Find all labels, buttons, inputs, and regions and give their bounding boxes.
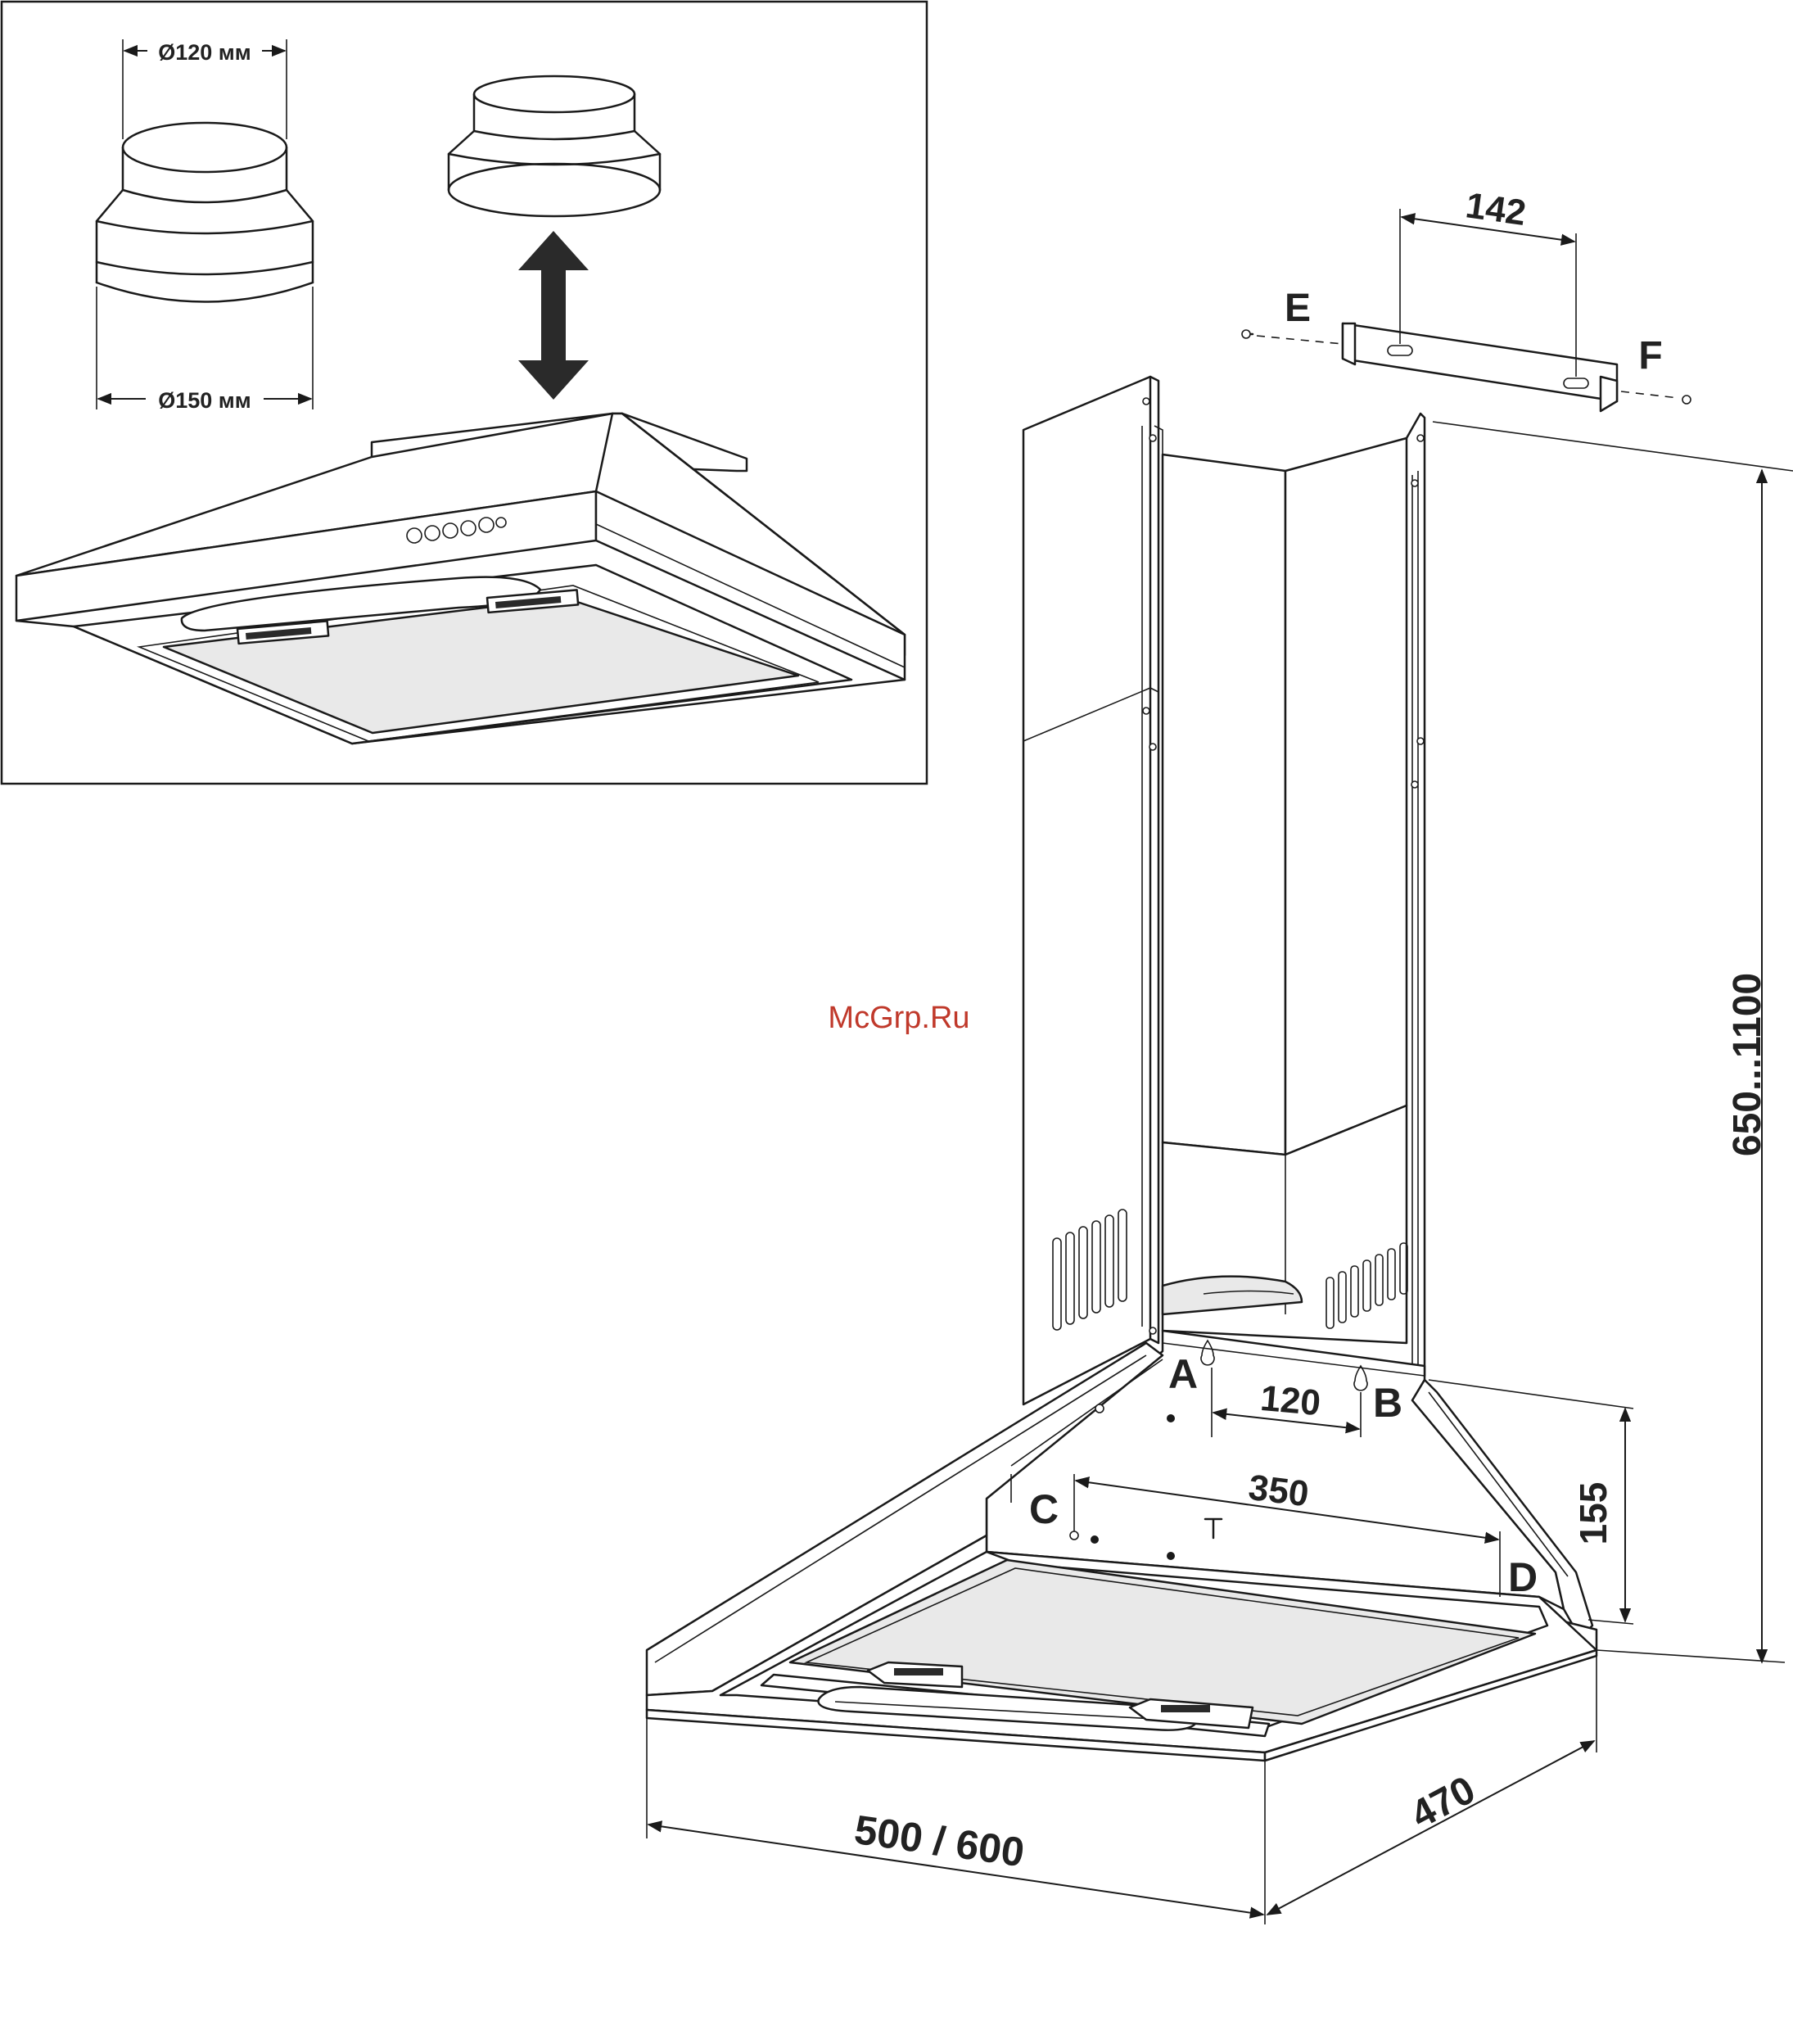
adapter-bottom-diameter-label: Ø150 мм	[158, 388, 251, 413]
height-range-label: 650...1100	[1726, 973, 1769, 1156]
inset-panel: Ø120 мм Ø150 мм	[2, 2, 927, 784]
label-point-b: B	[1373, 1380, 1402, 1426]
screw-f-icon	[1621, 391, 1691, 404]
label-point-c: C	[1029, 1486, 1059, 1532]
label-point-e: E	[1285, 287, 1311, 330]
label-point-a: A	[1168, 1351, 1198, 1397]
adapter-top-diameter-label: Ø120 мм	[158, 40, 251, 65]
chimney-inner-box	[1163, 454, 1285, 1155]
watermark: McGrp.Ru	[828, 1001, 969, 1035]
depth-label: 470	[1404, 1768, 1483, 1837]
width-label: 500 / 600	[851, 1807, 1027, 1875]
screw-e-icon	[1242, 330, 1343, 344]
dist-ab-label: 120	[1259, 1378, 1322, 1423]
label-point-f: F	[1638, 334, 1662, 378]
label-point-d: D	[1508, 1554, 1538, 1600]
dist-cd-label: 350	[1246, 1467, 1311, 1515]
hood-height-label: 155	[1572, 1482, 1615, 1545]
bracket-width-label: 142	[1463, 185, 1529, 233]
